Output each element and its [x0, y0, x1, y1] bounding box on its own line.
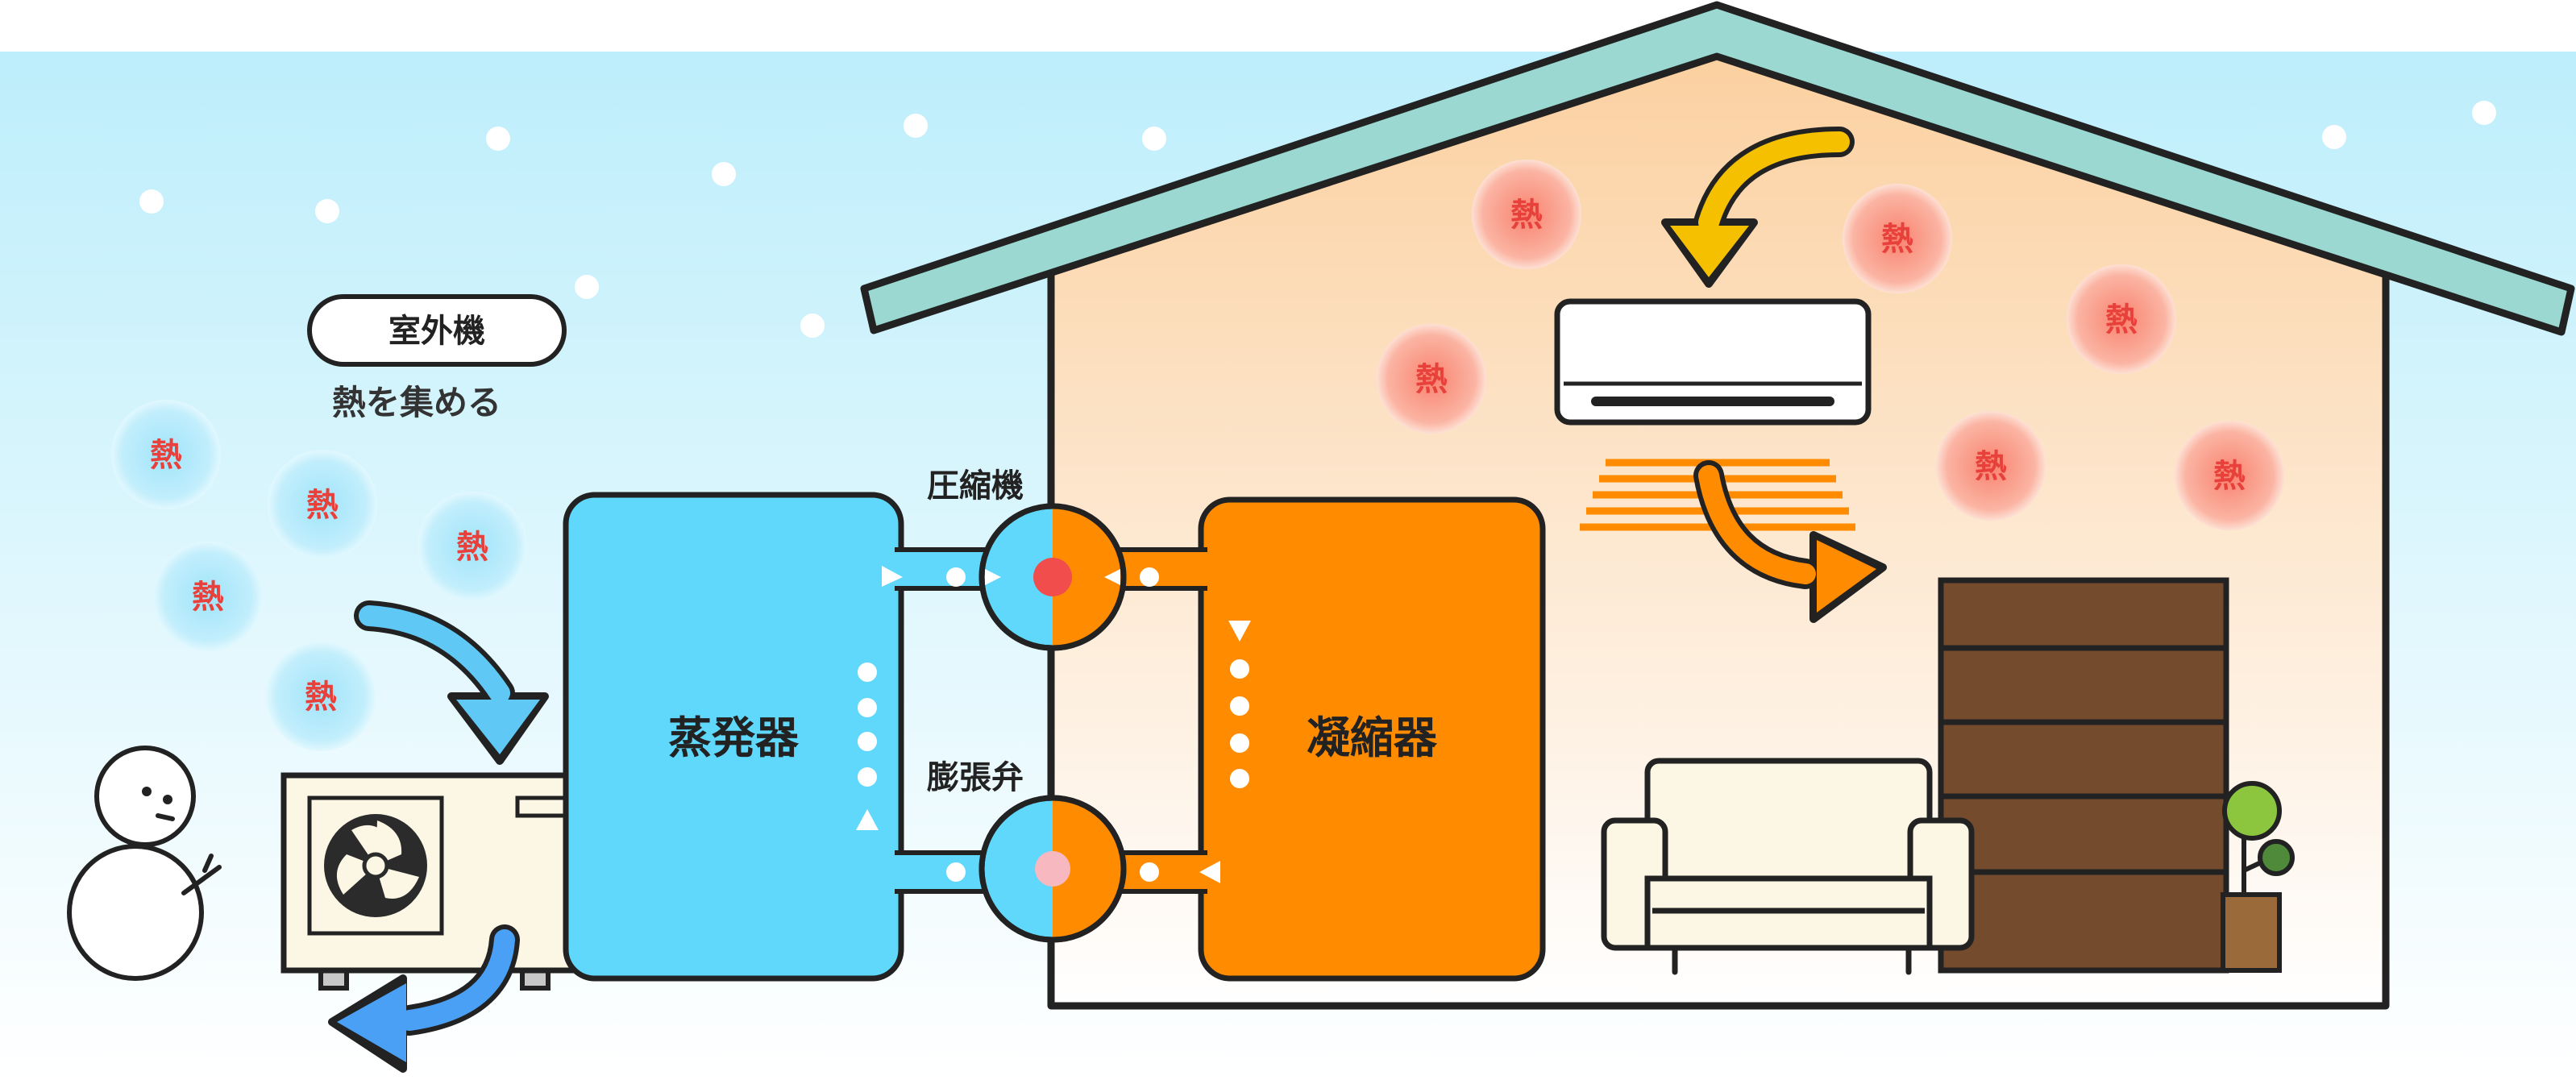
heat-bubble: 熱: [418, 492, 527, 601]
svg-text:熱: 熱: [456, 529, 488, 566]
heat-bubble: 熱: [268, 450, 377, 559]
flow-arrow-icon: [354, 600, 549, 765]
svg-text:熱: 熱: [306, 487, 339, 524]
svg-text:熱: 熱: [305, 679, 337, 716]
evaporator: 蒸発器: [563, 492, 904, 982]
outdoor-heat: 熱 熱 熱 熱 熱: [111, 400, 527, 751]
house-roof: [860, 1, 2575, 336]
outdoor-unit: [280, 772, 610, 991]
plant-icon: [2221, 781, 2295, 973]
svg-text:熱: 熱: [150, 437, 182, 474]
snowflakes: [139, 101, 2496, 338]
heat-bubble: 熱: [1936, 411, 2046, 521]
outdoor-unit-label: 室外機: [307, 294, 567, 367]
snowflake-icon: [800, 314, 825, 338]
expansion-valve-label: 膨張弁: [927, 759, 1024, 796]
svg-text:熱: 熱: [2105, 301, 2138, 339]
snowflake-icon: [575, 275, 599, 299]
flow-arrow-icon: [1661, 127, 1855, 288]
heat-bubble: 熱: [2067, 264, 2176, 374]
svg-text:熱: 熱: [1510, 197, 1543, 234]
heat-bubble: 熱: [153, 542, 263, 651]
snowflake-icon: [139, 189, 164, 214]
heat-bubble: 熱: [1843, 184, 1952, 293]
sofa-icon: [1601, 758, 1975, 975]
compressor-label: 圧縮機: [927, 467, 1024, 505]
shelf-icon: [1938, 577, 2229, 974]
flow-arrow-icon: [328, 924, 520, 1073]
svg-text:室外機: 室外機: [388, 313, 485, 350]
evaporator-label: 蒸発器: [668, 712, 800, 763]
snowflake-icon: [2322, 125, 2346, 149]
heat-bubble: 熱: [111, 400, 221, 509]
condenser: 凝縮器: [1198, 496, 1546, 982]
indoor-heat: 熱 熱 熱 熱 熱 熱: [1377, 160, 2284, 530]
svg-text:熱: 熱: [1975, 448, 2007, 485]
air-conditioner-icon: [1554, 298, 1872, 426]
flow-markers: [856, 566, 1251, 883]
svg-text:熱: 熱: [1415, 361, 1448, 398]
compressor: [978, 503, 1127, 651]
svg-text:熱: 熱: [1881, 221, 1913, 258]
snowflake-icon: [712, 162, 736, 186]
condenser-label: 凝縮器: [1307, 712, 1438, 763]
snowflake-icon: [1142, 127, 1166, 151]
heat-bubble: 熱: [266, 642, 376, 751]
snowflake-icon: [904, 114, 928, 138]
heat-bubble: 熱: [1472, 160, 1581, 269]
flow-arrow-icon: [1693, 460, 1887, 623]
expansion-valve: [978, 795, 1127, 943]
svg-text:熱: 熱: [2213, 458, 2246, 495]
outdoor-caption: 熱を集める: [332, 383, 501, 422]
snowflake-icon: [486, 127, 510, 151]
snowman-icon: [67, 746, 222, 981]
snowflake-icon: [2472, 101, 2496, 125]
heat-bubble: 熱: [2175, 421, 2284, 530]
snowflake-icon: [315, 199, 339, 223]
heat-bubble: 熱: [1377, 324, 1486, 434]
svg-text:熱: 熱: [192, 579, 224, 616]
